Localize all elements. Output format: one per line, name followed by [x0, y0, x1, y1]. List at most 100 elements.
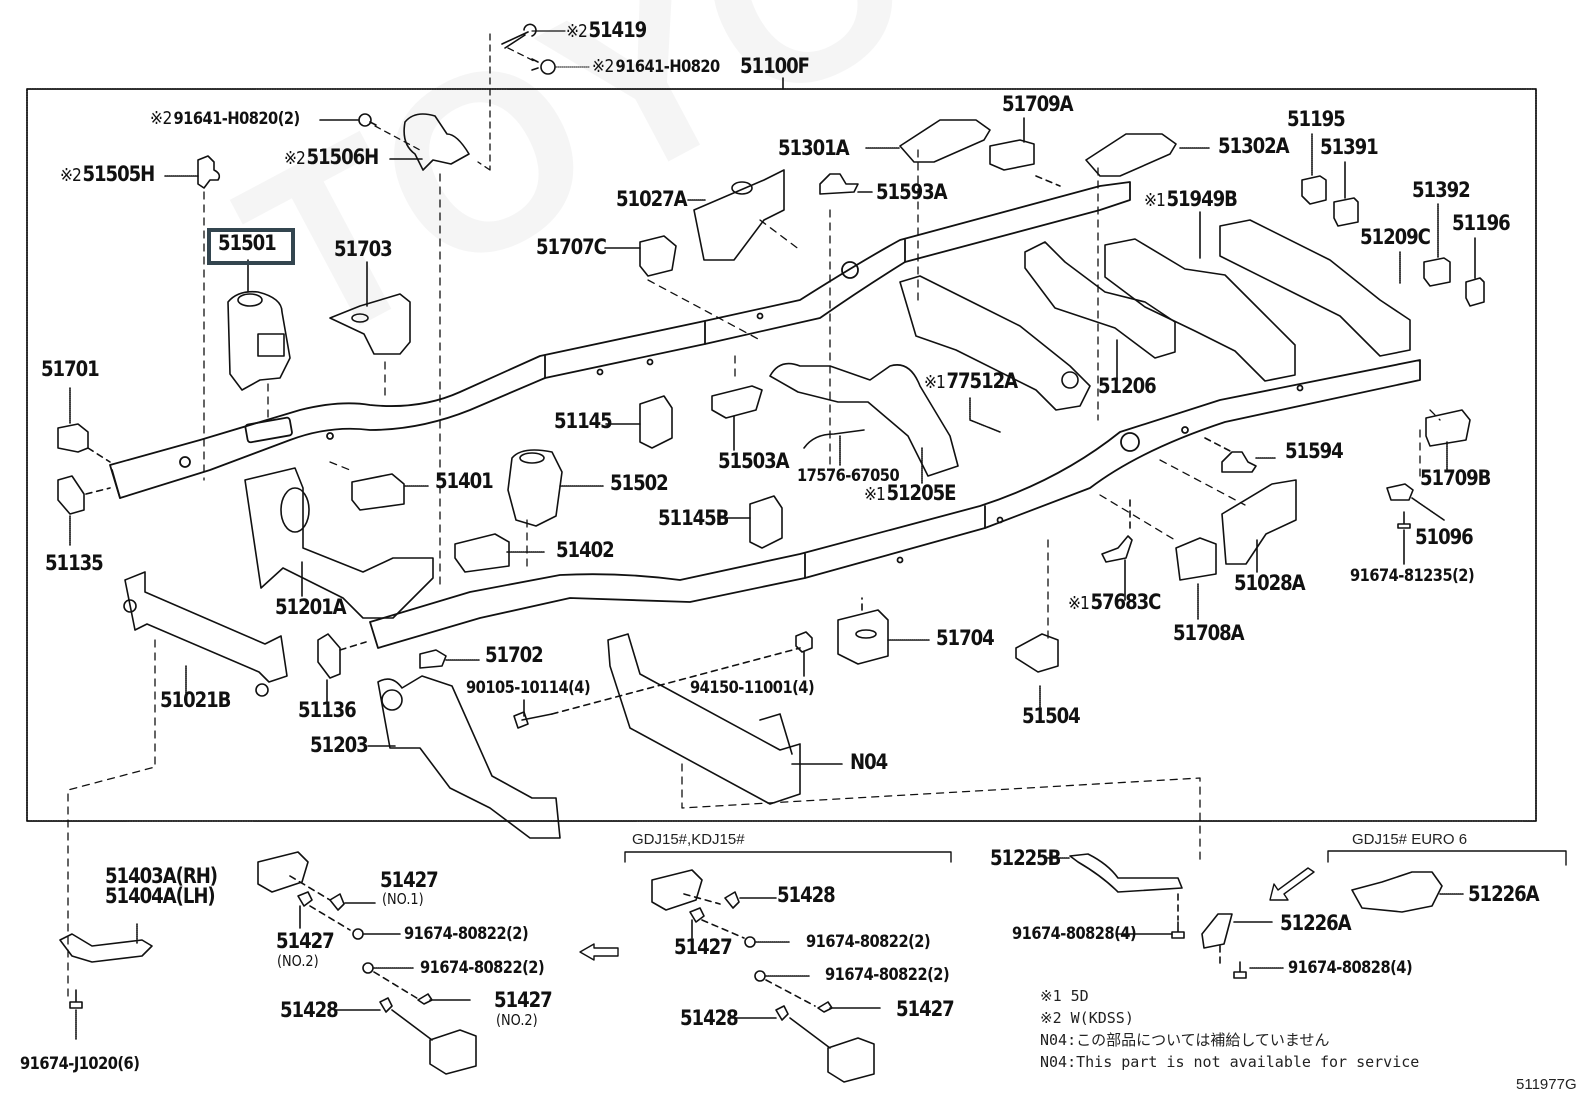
label-51027A[interactable]: 51027A: [616, 187, 688, 211]
part-51419-drawing: [501, 23, 566, 49]
label-51428-ll[interactable]: 51428: [280, 998, 339, 1022]
part-51225B-drawing: [1045, 853, 1183, 921]
label-51428-lm-a[interactable]: 51428: [777, 883, 836, 907]
label-51145[interactable]: 51145: [554, 409, 613, 433]
label-51419[interactable]: ※251419: [566, 18, 647, 42]
label-51503A[interactable]: 51503A: [718, 449, 790, 473]
label-51709A[interactable]: 51709A: [1002, 92, 1074, 116]
label-51401[interactable]: 51401: [435, 469, 494, 493]
label-51201A[interactable]: 51201A: [275, 595, 347, 619]
label-51226A-b[interactable]: 51226A: [1468, 882, 1540, 906]
dashed-leader-top: [477, 33, 537, 171]
crossmember-51201A-drawing: [244, 467, 434, 619]
bracket-lower-mid-a-drawing: [651, 869, 721, 911]
label-90105-10114[interactable]: 90105-10114(4): [466, 678, 591, 698]
part-51226A-b-drawing: [1351, 871, 1465, 913]
label-51701[interactable]: 51701: [41, 357, 100, 381]
label-51302A[interactable]: 51302A: [1218, 134, 1290, 158]
label-51707C[interactable]: 51707C: [536, 235, 607, 259]
bolt-91641-2-drawing: [319, 113, 421, 151]
label-51702[interactable]: 51702: [485, 643, 544, 667]
label-51502[interactable]: 51502: [610, 471, 669, 495]
label-51504[interactable]: 51504: [1022, 704, 1081, 728]
bolt-91674-81235-drawing: [1397, 511, 1411, 565]
dashed-leader-51028A: [1099, 459, 1246, 541]
label-51506H[interactable]: ※251506H: [284, 145, 379, 169]
label-51704[interactable]: 51704: [936, 626, 995, 650]
label-51402[interactable]: 51402: [556, 538, 615, 562]
label-N04[interactable]: N04: [850, 750, 888, 774]
dashed-leader-51709B: [1419, 409, 1441, 481]
part-51594-drawing: [1204, 437, 1277, 473]
label-51196[interactable]: 51196: [1452, 211, 1511, 235]
bracket-lower-mid-b-drawing: [789, 1017, 875, 1083]
label-51403A-RH[interactable]: 51403A(RH): [105, 864, 218, 888]
label-51028A[interactable]: 51028A: [1234, 571, 1306, 595]
label-17576-67050[interactable]: 17576-67050: [797, 466, 900, 486]
part-51707C-drawing: [604, 235, 677, 277]
label-51703[interactable]: 51703: [334, 237, 393, 261]
label-91674-80828-a[interactable]: 91674-80828(4): [1012, 924, 1137, 944]
label-51205E[interactable]: ※151205E: [864, 481, 957, 505]
part-17576-drawing: [803, 429, 865, 467]
part-51708A-drawing: [1175, 537, 1217, 621]
part-51135-drawing: [57, 475, 111, 547]
frame-rail-left: [109, 181, 1131, 499]
label-91674-80828-b[interactable]: 91674-80828(4): [1288, 958, 1413, 978]
label-51209C[interactable]: 51209C: [1360, 225, 1431, 249]
label-51301A[interactable]: 51301A: [778, 136, 850, 160]
label-51427-no2-a[interactable]: 51427: [276, 929, 335, 953]
label-51136[interactable]: 51136: [298, 698, 357, 722]
label-51145B[interactable]: 51145B: [658, 506, 729, 530]
label-51203[interactable]: 51203: [310, 733, 369, 757]
label-51709B[interactable]: 51709B: [1420, 466, 1491, 490]
label-91674-81235[interactable]: 91674-81235(2): [1350, 566, 1475, 586]
label-51100F[interactable]: 51100F: [740, 54, 810, 78]
label-91674-80822-ll-b[interactable]: 91674-80822(2): [420, 958, 545, 978]
label-51096[interactable]: 51096: [1415, 525, 1474, 549]
dashed-leader-51027A: [329, 219, 801, 471]
label-51427-no2-b[interactable]: 51427: [494, 988, 553, 1012]
bolt-91674-80822-lm-a-drawing: [701, 919, 791, 948]
label-51428-lm-b[interactable]: 51428: [680, 1006, 739, 1030]
part-51704-drawing: [837, 597, 931, 665]
label-51427-lm-b[interactable]: 51427: [896, 997, 955, 1021]
label-51195[interactable]: 51195: [1287, 107, 1346, 131]
label-51225B[interactable]: 51225B: [990, 846, 1061, 870]
label-51708A[interactable]: 51708A: [1173, 621, 1245, 645]
label-51505H[interactable]: ※251505H: [60, 162, 155, 186]
label-91674-80822-ll-a[interactable]: 91674-80822(2): [404, 924, 529, 944]
label-51226A-a[interactable]: 51226A: [1280, 911, 1352, 935]
label-51427-lm-a[interactable]: 51427: [674, 935, 733, 959]
label-51949B[interactable]: ※151949B: [1144, 187, 1238, 211]
label-51404A-LH[interactable]: 51404A(LH): [105, 884, 216, 908]
label-91674-80822-lm-b[interactable]: 91674-80822(2): [825, 965, 950, 985]
part-51391-drawing: [1333, 161, 1359, 227]
part-51709B-drawing: [1425, 409, 1471, 471]
label-91674-J1020[interactable]: 91674-J1020(6): [20, 1054, 140, 1074]
part-51195-drawing: [1301, 133, 1327, 205]
label-51594[interactable]: 51594: [1285, 439, 1344, 463]
label-51593A[interactable]: 51593A: [876, 180, 948, 204]
label-51392[interactable]: 51392: [1412, 178, 1471, 202]
label-51501[interactable]: 51501: [218, 231, 277, 255]
label-51391[interactable]: 51391: [1320, 135, 1379, 159]
label-57683C[interactable]: ※157683C: [1068, 590, 1161, 614]
label-51135[interactable]: 51135: [45, 551, 104, 575]
part-51392-drawing: [1423, 203, 1451, 287]
group-label-gdj15-euro6: GDJ15# EURO 6: [1352, 831, 1468, 848]
crossmember-51021B-drawing: [67, 571, 288, 1001]
label-51206[interactable]: 51206: [1098, 374, 1157, 398]
bolt-91641-top-drawing: [531, 58, 591, 75]
label-91674-80822-lm-a[interactable]: 91674-80822(2): [806, 932, 931, 952]
label-51021B[interactable]: 51021B: [160, 688, 231, 712]
label-94150-11001[interactable]: 94150-11001(4): [690, 678, 815, 698]
crossmember-51949B-drawing: [1104, 211, 1296, 382]
label-77512A[interactable]: ※177512A: [924, 369, 1018, 393]
label-51427-no1[interactable]: 51427: [380, 868, 439, 892]
part-51427-no2-lower-left-drawing: [297, 891, 313, 929]
part-51096-drawing: [1386, 483, 1445, 521]
